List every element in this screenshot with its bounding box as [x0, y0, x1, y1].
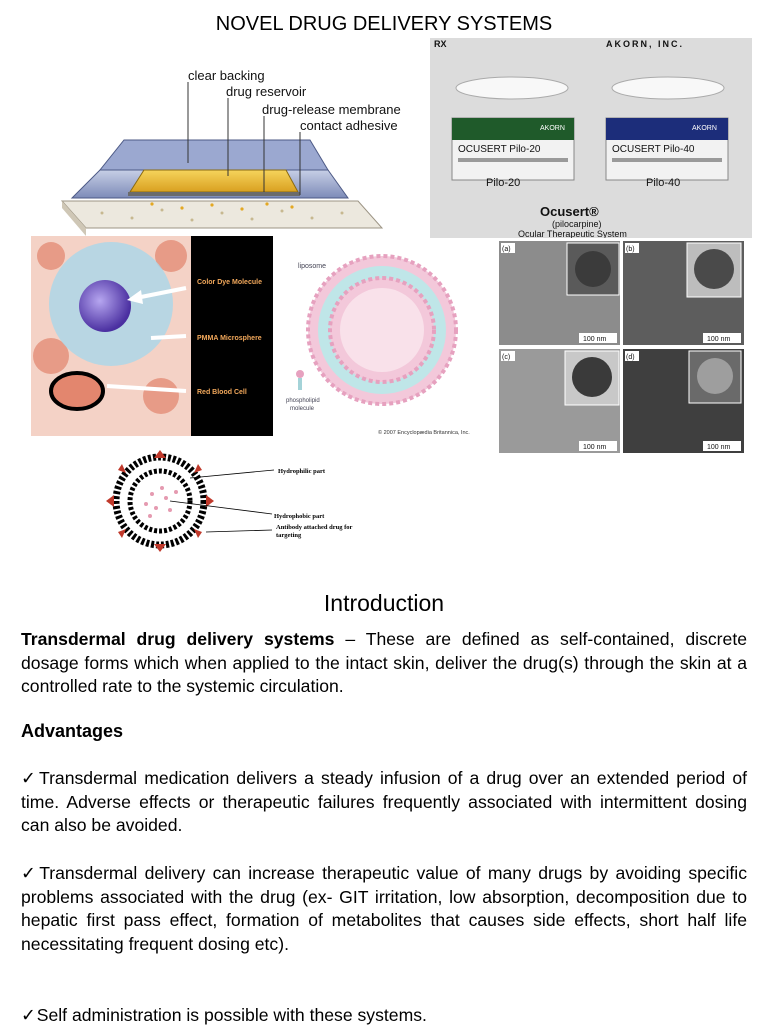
targeted-label-hydrophilic: Hydrophilic part [278, 468, 326, 475]
tem-scale-d: 100 nm [707, 444, 731, 451]
ocusert-brand-left: AKORN [540, 125, 565, 132]
checkmark-icon: ✓ [21, 768, 38, 788]
tem-scale-c: 100 nm [583, 444, 607, 451]
ocusert-product-right: OCUSERT Pilo-40 [612, 144, 695, 155]
tem-panel-c: (c) 100 nm [499, 349, 620, 453]
tem-panel-b: (b) 100 nm [623, 241, 744, 345]
ocusert-rx-label: RX [434, 39, 447, 49]
liposome-molecule-label-1: phospholipid [286, 398, 320, 404]
ocusert-company-label: AKORN, INC. [606, 39, 684, 49]
advantage-text-1: Transdermal medication delivers a steady… [21, 768, 747, 835]
definition-paragraph: Transdermal drug delivery systems – Thes… [21, 628, 747, 699]
tem-panel-a: (a) 100 nm [499, 241, 620, 345]
liposome-molecule-label-2: molecule [290, 406, 315, 412]
ocusert-brand-right: AKORN [692, 125, 717, 132]
advantage-item-3: ✓Self administration is possible with th… [21, 1004, 747, 1028]
ocusert-product-left: OCUSERT Pilo-20 [458, 144, 541, 155]
definition-text: – These are defined as self-contained, d… [21, 629, 747, 696]
tem-label-c: (c) [502, 354, 510, 361]
microsphere-label-pmma: PMMA Microsphere [197, 335, 262, 342]
tem-label-b: (b) [626, 246, 635, 253]
advantage-item-2: ✓Transdermal delivery can increase thera… [21, 862, 747, 956]
definition-term: Transdermal drug delivery systems [21, 629, 335, 649]
liposome-figure: liposome phospholipid molecule © 2007 En… [282, 246, 496, 436]
advantages-heading-text: Advantages [21, 721, 124, 741]
patch-label-drug-reservoir: drug reservoir [226, 84, 307, 99]
transdermal-patch-figure: clear backing drug reservoir drug-releas… [52, 58, 428, 236]
patch-label-clear-backing: clear backing [188, 68, 265, 83]
microsphere-label-dye: Color Dye Molecule [197, 279, 262, 286]
tem-panel-d: (d) 100 nm [623, 349, 744, 453]
ocusert-caption-right: Pilo-40 [646, 177, 680, 189]
microsphere-label-rbc: Red Blood Cell [197, 389, 247, 396]
intro-heading: Introduction [323, 590, 445, 616]
targeted-liposome-figure: Hydrophilic part Hydrophobic part Antibo… [66, 446, 356, 558]
targeted-label-hydrophobic: Hydrophobic part [274, 513, 325, 520]
advantages-heading: Advantages [21, 720, 747, 744]
microsphere-figure: Color Dye Molecule PMMA Microsphere Red … [31, 236, 273, 436]
tem-label-a: (a) [502, 246, 511, 253]
patch-label-adhesive: contact adhesive [300, 118, 398, 133]
advantage-item-1: ✓Transdermal medication delivers a stead… [21, 767, 747, 838]
page-title: NOVEL DRUG DELIVERY SYSTEMS [215, 13, 553, 35]
targeted-label-antibody: Antibody attached drug for targeting [276, 524, 353, 539]
ocusert-system: Ocular Therapeutic System [518, 229, 627, 238]
tem-label-d: (d) [626, 354, 635, 361]
ocusert-caption-left: Pilo-20 [486, 177, 520, 189]
tem-scale-a: 100 nm [583, 336, 607, 343]
ocusert-name: Ocusert® [540, 204, 599, 219]
tem-scale-b: 100 nm [707, 336, 731, 343]
liposome-copyright: © 2007 Encyclopædia Britannica, Inc. [378, 429, 470, 436]
advantage-text-3: Self administration is possible with the… [36, 1005, 427, 1025]
ocusert-subname: (pilocarpine) [552, 219, 602, 229]
patch-label-membrane: drug-release membrane [262, 102, 401, 117]
checkmark-icon: ✓ [21, 1005, 36, 1025]
liposome-title: liposome [298, 263, 326, 270]
ocusert-figure: RX AKORN, INC. AKORN AKORN OCUSERT Pilo-… [430, 38, 752, 238]
checkmark-icon: ✓ [21, 863, 39, 883]
tem-micrographs-figure: (a) 100 nm (b) 100 nm (c) 100 nm [499, 241, 745, 455]
advantage-text-2: Transdermal delivery can increase therap… [21, 863, 747, 954]
